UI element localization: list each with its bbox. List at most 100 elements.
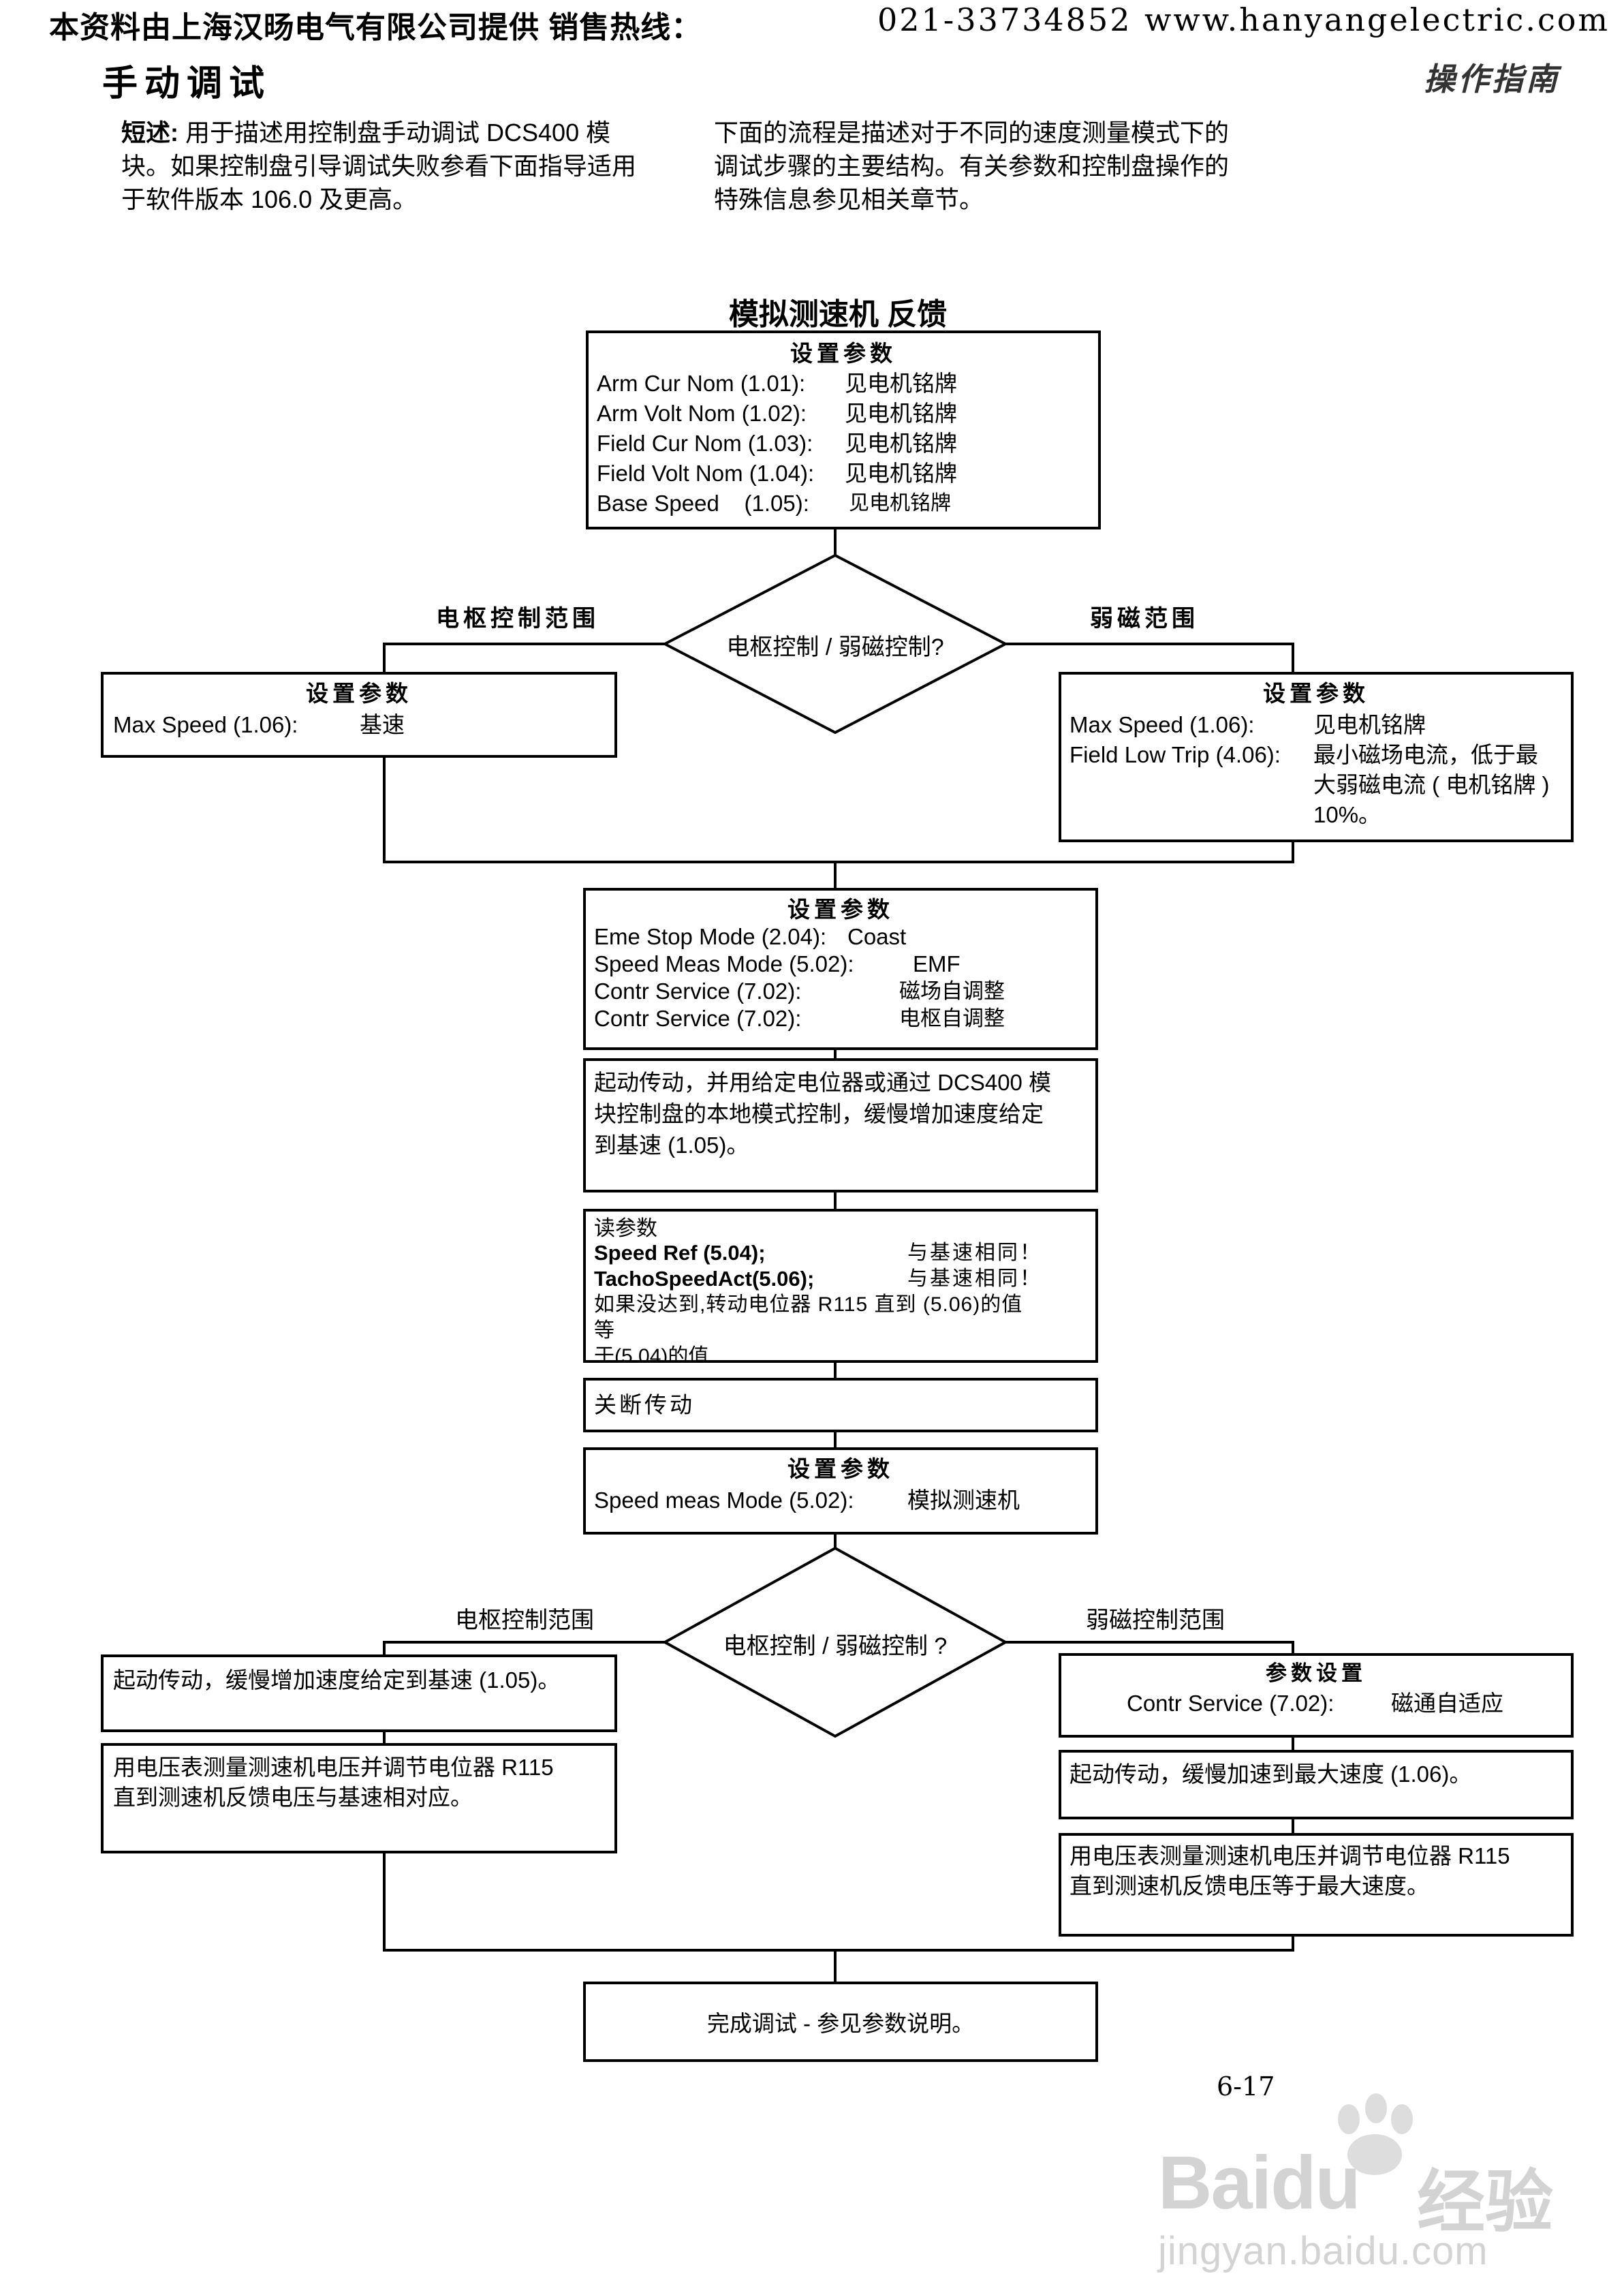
box4-line1: 读参数 — [594, 1216, 657, 1240]
box-set-params-1: 设置参数 Arm Cur Nom (1.01): 见电机铭牌 Arm Volt … — [586, 330, 1101, 529]
right2a-heading: 参数设置 — [1266, 1661, 1367, 1685]
right2a-value: 磁通自适应 — [1391, 1691, 1503, 1716]
box4-line4: 如果没达到,转动电位器 R115 直到 (5.06)的值 — [594, 1293, 1023, 1316]
box4-line5: 等 — [594, 1319, 614, 1342]
decision2-text: 电枢控制 / 弱磁控制 ? — [723, 1633, 948, 1659]
box6-value: 模拟测速机 — [907, 1488, 1020, 1513]
box2-value-4: 电枢自调整 — [899, 1006, 1005, 1030]
final-text: 完成调试 - 参见参数说明。 — [706, 2011, 975, 2036]
box-left-max-speed: 设置参数 Max Speed (1.06): 基速 — [101, 672, 617, 758]
watermark-du: du — [1270, 2141, 1360, 2225]
watermark-brand: Baidu — [1158, 2140, 1361, 2226]
decision-diamond-1 — [661, 553, 1009, 735]
box2-param-3: Contr Service (7.02): — [594, 979, 802, 1004]
box2-value-1: Coast — [847, 924, 907, 949]
box-start-drive: 起动传动，并用给定电位器或通过 DCS400 模 块控制盘的本地模式控制，缓慢增… — [583, 1058, 1098, 1192]
left2b-line1: 用电压表测量测速机电压并调节电位器 R115 — [113, 1755, 554, 1780]
box2-param-4: Contr Service (7.02): — [594, 1006, 802, 1031]
decision1-text: 电枢控制 / 弱磁控制? — [726, 634, 944, 660]
right1-heading: 设置参数 — [1263, 681, 1369, 706]
intro-right-line3: 特殊信息参见相关章节。 — [714, 185, 984, 213]
right1-param-1: Max Speed (1.06): — [1069, 712, 1255, 737]
box4-param-2: TachoSpeedAct(5.06); — [594, 1267, 815, 1291]
box1-value-1: 见电机铭牌 — [845, 371, 957, 396]
box4-param-1: Speed Ref (5.04); — [594, 1241, 766, 1265]
box1-value-3: 见电机铭牌 — [845, 431, 957, 456]
decision1-right-label: 弱磁范围 — [1090, 606, 1199, 632]
box-read-params: 读参数 Speed Ref (5.04); 与基速相同！ TachoSpeedA… — [583, 1209, 1098, 1363]
box-right-param-setting: 参数设置 Contr Service (7.02): 磁通自适应 — [1059, 1653, 1574, 1738]
box1-value-4: 见电机铭牌 — [845, 461, 957, 486]
box4-value-2: 与基速相同！ — [907, 1267, 1042, 1290]
box2-value-2: EMF — [913, 951, 961, 976]
box2-value-3: 磁场自调整 — [899, 979, 1005, 1003]
box1-heading: 设置参数 — [790, 341, 896, 366]
decision1-left-label: 电枢控制范围 — [436, 606, 599, 632]
box3-line3: 到基速 (1.05)。 — [594, 1133, 749, 1158]
intro-right-line2: 调试步骤的主要结构。有关参数和控制盘操作的 — [714, 152, 1230, 180]
box1-param-5: Base Speed (1.05): — [597, 491, 809, 516]
box4-value-1: 与基速相同！ — [907, 1242, 1042, 1264]
header-company: 本资料由上海汉旸电气有限公司提供 销售热线： — [49, 11, 702, 44]
right1-param-2: Field Low Trip (4.06): — [1069, 742, 1281, 767]
header-website[interactable]: www.hanyangelectric.com — [1144, 1, 1610, 38]
box-finish: 完成调试 - 参见参数说明。 — [583, 1982, 1098, 2062]
box-right-field-weakening: 设置参数 Max Speed (1.06): 见电机铭牌 Field Low T… — [1059, 672, 1574, 842]
box6-param: Speed meas Mode (5.02): — [594, 1488, 854, 1513]
box-set-params-2: 设置参数 Eme Stop Mode (2.04): Coast Speed M… — [583, 888, 1098, 1050]
box3-line1: 起动传动，并用给定电位器或通过 DCS400 模 — [594, 1070, 1052, 1095]
left2a-text: 起动传动，缓慢增加速度给定到基速 (1.05)。 — [113, 1667, 561, 1693]
page-title: 手动调试 — [102, 64, 272, 104]
watermark: Baidu 经验 jingyan.baidu.com — [1158, 2092, 1594, 2283]
right2a-param: Contr Service (7.02): — [1127, 1691, 1334, 1716]
box1-param-4: Field Volt Nom (1.04): — [597, 461, 815, 486]
right1-value-2c: 10%。 — [1313, 802, 1381, 827]
intro-left-line1: 用于描述用控制盘手动调试 DCS400 模 — [185, 119, 611, 147]
box-shutdown-drive: 关断传动 — [583, 1378, 1098, 1432]
box1-param-1: Arm Cur Nom (1.01): — [597, 371, 806, 396]
box-right-measure-tacho: 用电压表测量测速机电压并调节电位器 R115 直到测速机反馈电压等于最大速度。 — [1059, 1833, 1574, 1937]
box4-line6: 于(5.04)的值 — [594, 1345, 709, 1363]
intro-left-line3: 于软件版本 106.0 及更高。 — [121, 185, 418, 213]
right2c-line2: 直到测速机反馈电压等于最大速度。 — [1069, 1873, 1429, 1898]
flow-title: 模拟测速机 反馈 — [728, 298, 948, 331]
right1-value-2a: 最小磁场电流，低于最 — [1313, 742, 1538, 767]
box3-line2: 块控制盘的本地模式控制，缓慢增加速度给定 — [594, 1101, 1044, 1126]
decision2-left-label: 电枢控制范围 — [455, 1607, 594, 1633]
box1-param-2: Arm Volt Nom (1.02): — [597, 401, 807, 426]
left2b-line2: 直到测速机反馈电压与基速相对应。 — [113, 1785, 473, 1810]
watermark-cn: 经验 — [1417, 2164, 1553, 2240]
left1-heading: 设置参数 — [306, 681, 412, 706]
right2b-text: 起动传动，缓慢加速到最大速度 (1.06)。 — [1069, 1761, 1472, 1787]
right1-value-1: 见电机铭牌 — [1313, 712, 1426, 737]
intro-left: 短述: 用于描述用控制盘手动调试 DCS400 模 块。如果控制盘引导调试失败参… — [121, 116, 714, 216]
intro-left-line2: 块。如果控制盘引导调试失败参看下面指导适用 — [121, 152, 637, 180]
box-left-measure-tacho: 用电压表测量测速机电压并调节电位器 R115 直到测速机反馈电压与基速相对应。 — [101, 1743, 617, 1853]
box6-heading: 设置参数 — [787, 1456, 894, 1481]
left1-value: 基速 — [360, 712, 405, 737]
decision2-right-label: 弱磁控制范围 — [1086, 1607, 1225, 1633]
box-left-start-base-speed: 起动传动，缓慢增加速度给定到基速 (1.05)。 — [101, 1654, 617, 1732]
box-right-accelerate-max: 起动传动，缓慢加速到最大速度 (1.06)。 — [1059, 1750, 1574, 1819]
watermark-url: jingyan.baidu.com — [1158, 2229, 1488, 2273]
box2-param-2: Speed Meas Mode (5.02): — [594, 951, 854, 976]
box1-value-2: 见电机铭牌 — [845, 401, 957, 426]
decision-diamond-2 — [661, 1546, 1009, 1738]
header-phone: 021-33734852 — [877, 1, 1132, 38]
box2-heading: 设置参数 — [787, 897, 894, 922]
box5-text: 关断传动 — [594, 1392, 695, 1417]
box2-param-1: Eme Stop Mode (2.04): — [594, 924, 827, 949]
right1-value-2b: 大弱磁电流 ( 电机铭牌 ) — [1313, 772, 1550, 797]
section-label: 操作指南 — [1424, 61, 1560, 97]
intro-right-line1: 下面的流程是描述对于不同的速度测量模式下的 — [714, 119, 1230, 147]
right2c-line1: 用电压表测量测速机电压并调节电位器 R115 — [1069, 1843, 1510, 1868]
box-set-params-3: 设置参数 Speed meas Mode (5.02): 模拟测速机 — [583, 1447, 1098, 1535]
intro-right: 下面的流程是描述对于不同的速度测量模式下的 调试步骤的主要结构。有关参数和控制盘… — [714, 116, 1313, 216]
box1-param-3: Field Cur Nom (1.03): — [597, 431, 813, 456]
left1-param: Max Speed (1.06): — [113, 712, 298, 737]
intro-left-bold: 短述: — [121, 119, 178, 147]
page-number: 6-17 — [1217, 2071, 1275, 2101]
box1-value-5: 见电机铭牌 — [849, 492, 951, 514]
watermark-bai: Bai — [1158, 2141, 1272, 2225]
